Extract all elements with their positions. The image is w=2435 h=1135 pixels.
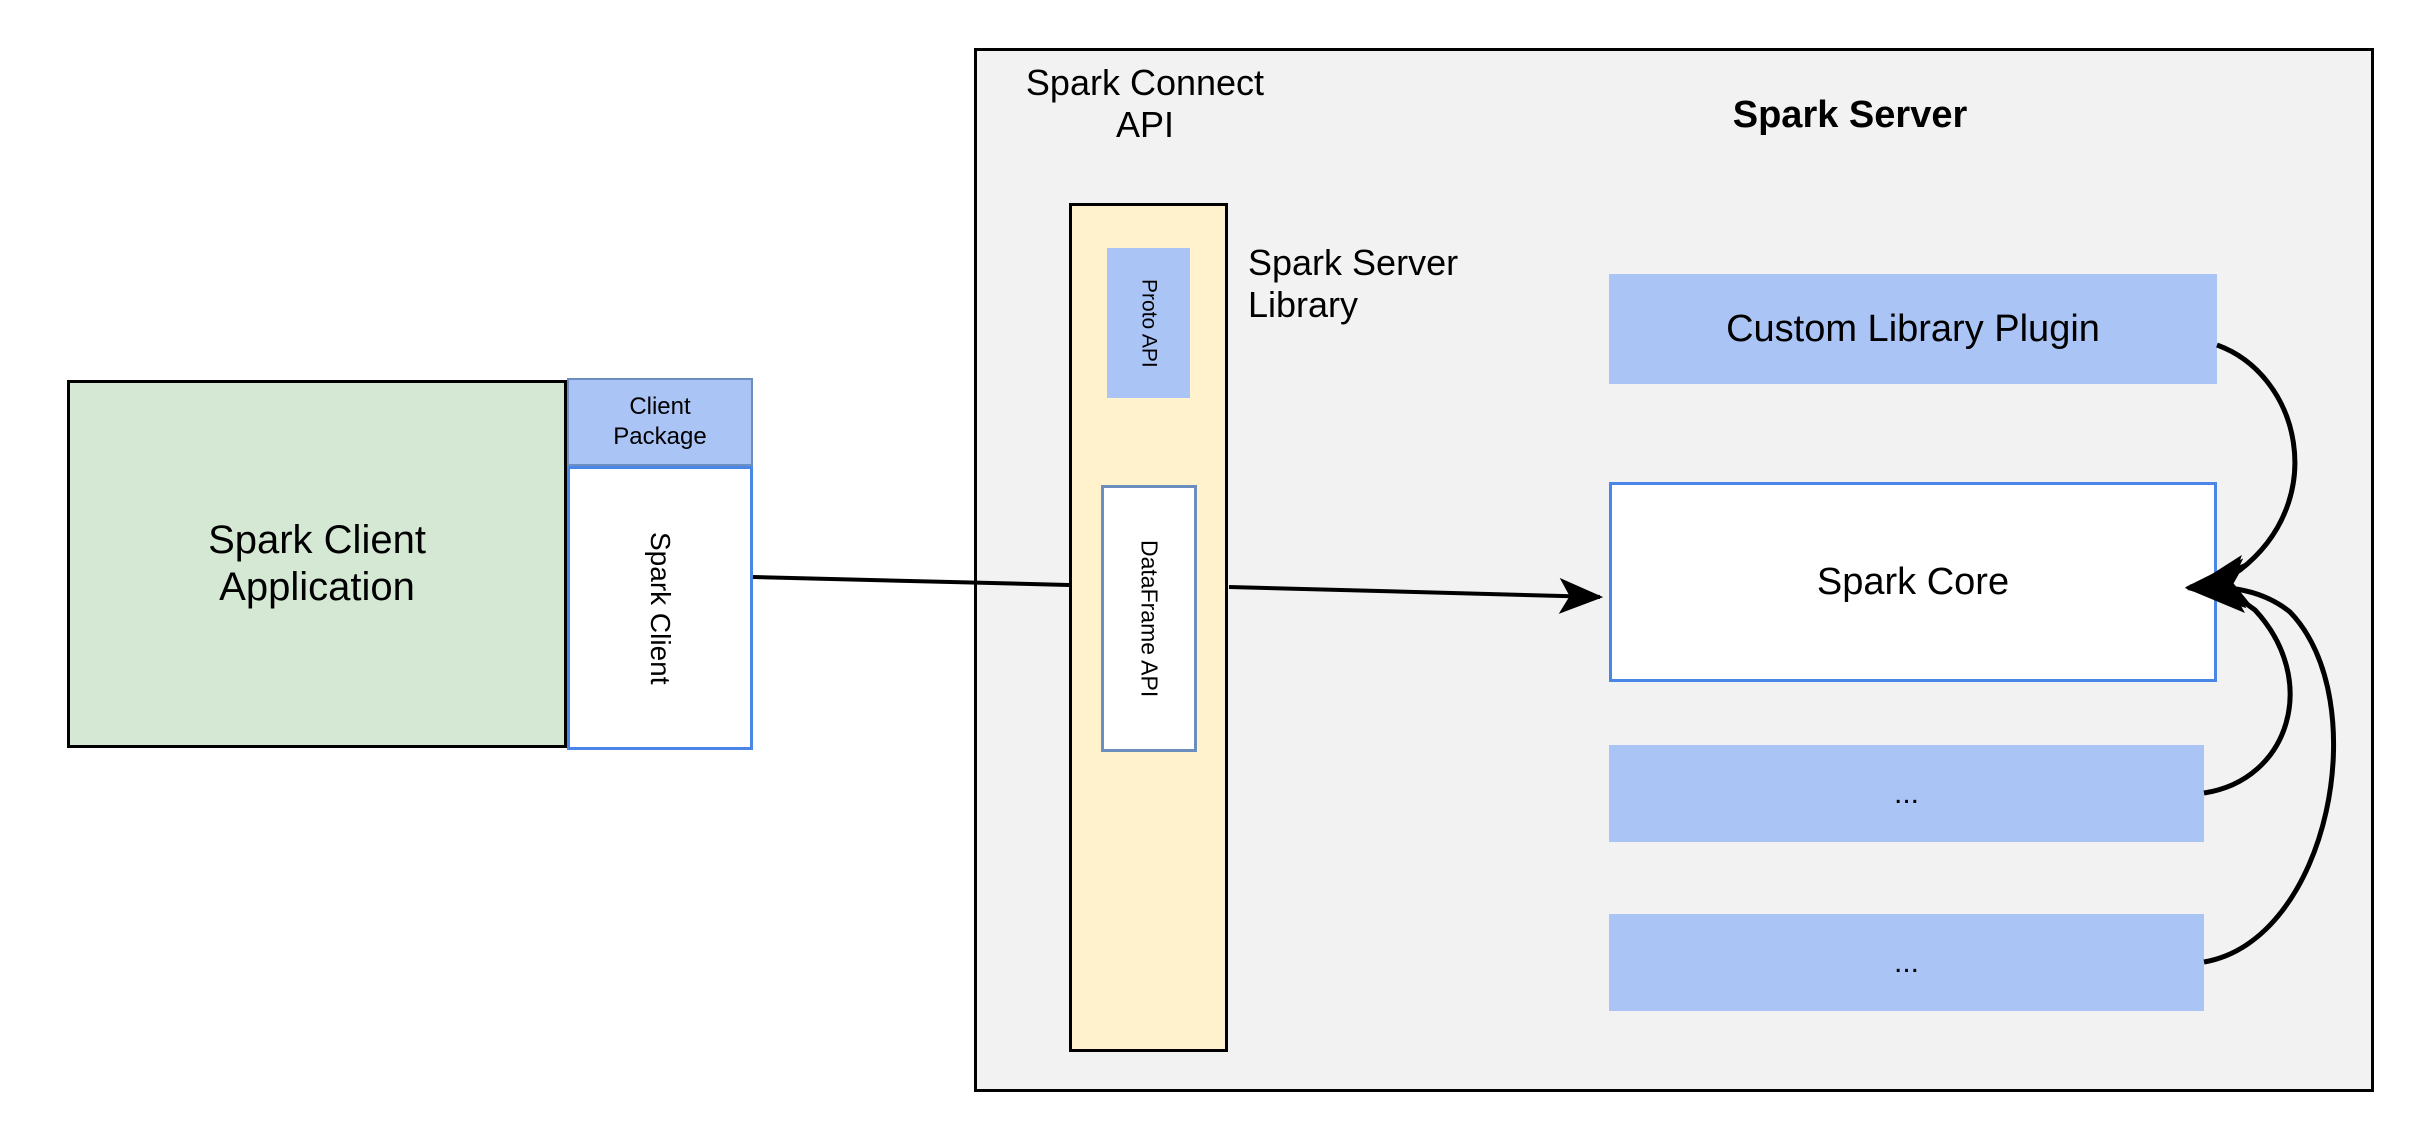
spark-client-application-label: Spark Client Application xyxy=(208,517,426,609)
dataframe-api-box[interactable]: DataFrame API xyxy=(1101,485,1197,752)
spark-client-application-box[interactable]: Spark Client Application xyxy=(67,380,567,748)
custom-library-plugin-box[interactable]: Custom Library Plugin xyxy=(1609,274,2217,384)
spark-server-library-label: Spark Server Library xyxy=(1248,242,1459,326)
dataframe-api-label: DataFrame API xyxy=(1136,539,1163,698)
placeholder-component-label-1: ... xyxy=(1893,776,1919,810)
proto-api-box[interactable]: Proto API xyxy=(1107,248,1190,398)
spark-connect-api-label: Spark Connect API xyxy=(1025,62,1265,146)
client-package-box[interactable]: Client Package xyxy=(567,378,753,466)
spark-client-box[interactable]: Spark Client xyxy=(567,466,753,750)
placeholder-component-box-2[interactable]: ... xyxy=(1609,914,2204,1011)
client-package-group: Client Package Spark Client xyxy=(567,378,753,750)
client-package-label: Client Package xyxy=(613,393,707,450)
custom-library-plugin-label: Custom Library Plugin xyxy=(1726,307,2100,350)
spark-core-label: Spark Core xyxy=(1816,560,2010,603)
spark-core-box[interactable]: Spark Core xyxy=(1609,482,2217,682)
proto-api-label: Proto API xyxy=(1137,278,1161,368)
spark-server-title: Spark Server xyxy=(1732,93,1968,136)
placeholder-component-box-1[interactable]: ... xyxy=(1609,745,2204,842)
spark-client-label: Spark Client xyxy=(645,531,676,685)
placeholder-component-label-2: ... xyxy=(1893,945,1919,979)
